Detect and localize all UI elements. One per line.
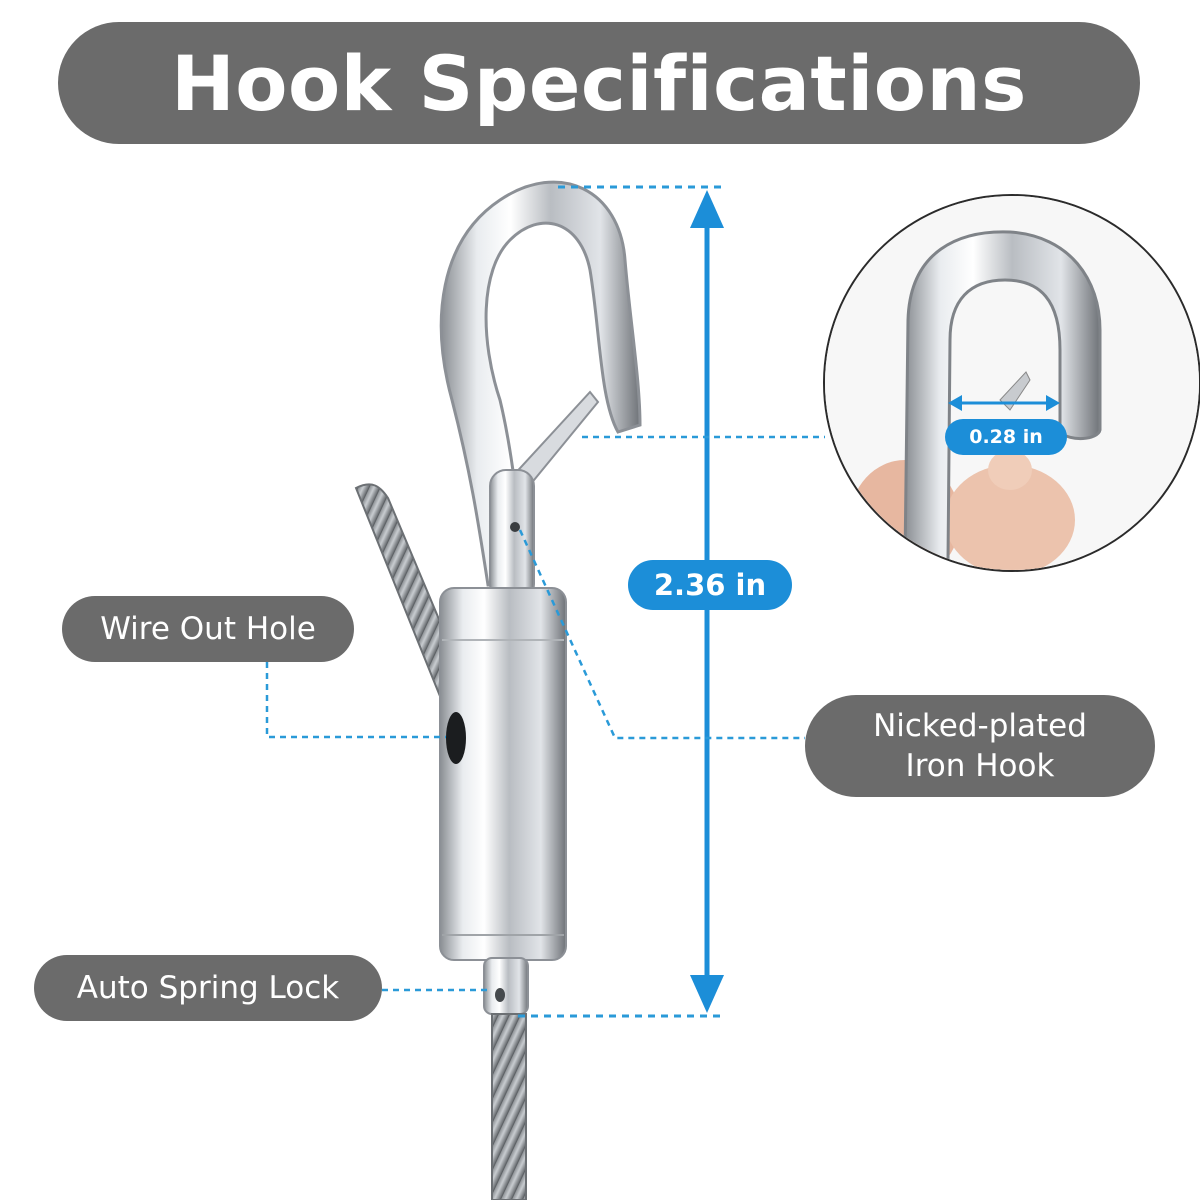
leader-wire-out-hole — [265, 662, 446, 739]
spring-lock-pin — [483, 957, 529, 1015]
wire-out-hole — [446, 712, 466, 764]
hook-loop — [439, 180, 642, 587]
opening-dimension-value: 0.28 in — [969, 426, 1043, 448]
lock-cylinder — [439, 587, 567, 961]
hook-neck — [489, 469, 535, 601]
label-auto-spring-lock-text: Auto Spring Lock — [76, 969, 340, 1006]
label-hook-material-line1: Nicked-plated — [873, 707, 1087, 744]
page-title: Hook Specifications — [171, 38, 1027, 128]
label-wire-out-hole: Wire Out Hole — [62, 596, 354, 662]
title-banner: Hook Specifications — [58, 22, 1140, 144]
label-wire-out-hole-text: Wire Out Hole — [100, 610, 316, 647]
cable — [491, 1013, 527, 1200]
label-auto-spring-lock: Auto Spring Lock — [34, 955, 382, 1021]
leader-hook-material — [518, 529, 805, 740]
label-hook-material: Nicked-plated Iron Hook — [805, 695, 1155, 797]
label-hook-material-line2: Iron Hook — [905, 748, 1055, 784]
height-dimension-value: 2.36 in — [653, 568, 767, 602]
opening-dimension-badge: 0.28 in — [945, 419, 1067, 455]
height-dimension-badge: 2.36 in — [628, 560, 792, 610]
